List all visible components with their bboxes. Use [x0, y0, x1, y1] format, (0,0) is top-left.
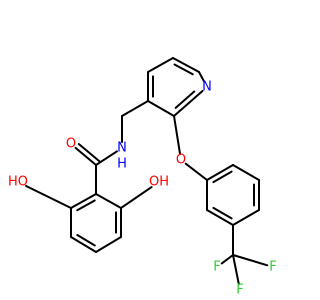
atom-label-f-left: F — [213, 260, 220, 275]
bond-A4-A5 — [232, 209, 260, 226]
bond-P5-P6 — [172, 57, 200, 73]
atom-label-f-bottom: F — [236, 283, 243, 298]
atom-label-o-ether: O — [176, 153, 186, 168]
atom-label-n-pyridine: N — [202, 80, 212, 95]
bond-A2-A3 — [232, 164, 260, 181]
bond-C3-C4 — [70, 236, 97, 253]
bond-C6-OH_right — [120, 186, 153, 209]
bond-N_pyridine-P2-inner — [174, 90, 196, 109]
bond-P6-N_pyridine — [198, 71, 206, 83]
bond-A1-A2-inner — [212, 170, 233, 184]
atom-label-oh-left: HO — [8, 175, 28, 190]
bond-O_ether-A1 — [184, 162, 208, 181]
bond-P5-P6-inner — [173, 63, 194, 76]
atom-label-o-carbonyl: O — [66, 137, 76, 152]
bond-C4-C5 — [95, 236, 122, 253]
bond-C_co-O_carbonyl-second — [77, 143, 101, 163]
bond-C_cf3-F_bottom — [232, 254, 240, 286]
bond-P4-P5 — [147, 57, 174, 73]
bond-P2-P3 — [147, 100, 175, 117]
bond-C_ch2-P3 — [121, 100, 149, 117]
atom-label-f-right: F — [269, 260, 276, 275]
bond-A5-A6 — [206, 209, 234, 226]
bond-N_pyridine-P2 — [173, 89, 204, 117]
bond-C6-C1 — [95, 193, 122, 209]
atom-label-oh-right: OH — [149, 175, 169, 190]
bond-C_cf3-F_left — [220, 254, 234, 265]
bond-A5-A6-inner — [212, 206, 233, 220]
bond-C_co-N_amide — [95, 150, 118, 166]
bond-layer — [25, 57, 269, 286]
atom-label-n-amide: N — [117, 141, 127, 156]
bond-A1-A2 — [206, 164, 234, 181]
bond-C_cf3-F_right — [232, 254, 269, 267]
bond-C2-OH_left — [25, 184, 72, 209]
bond-C_co-O_carbonyl — [74, 146, 97, 166]
bond-C1-C2-inner — [76, 199, 96, 212]
bond-P2-O_ether — [173, 115, 182, 156]
atom-label-h-amide: H — [117, 157, 127, 172]
bond-C3-C4-inner — [76, 233, 96, 247]
bond-C1-C2 — [70, 193, 97, 209]
